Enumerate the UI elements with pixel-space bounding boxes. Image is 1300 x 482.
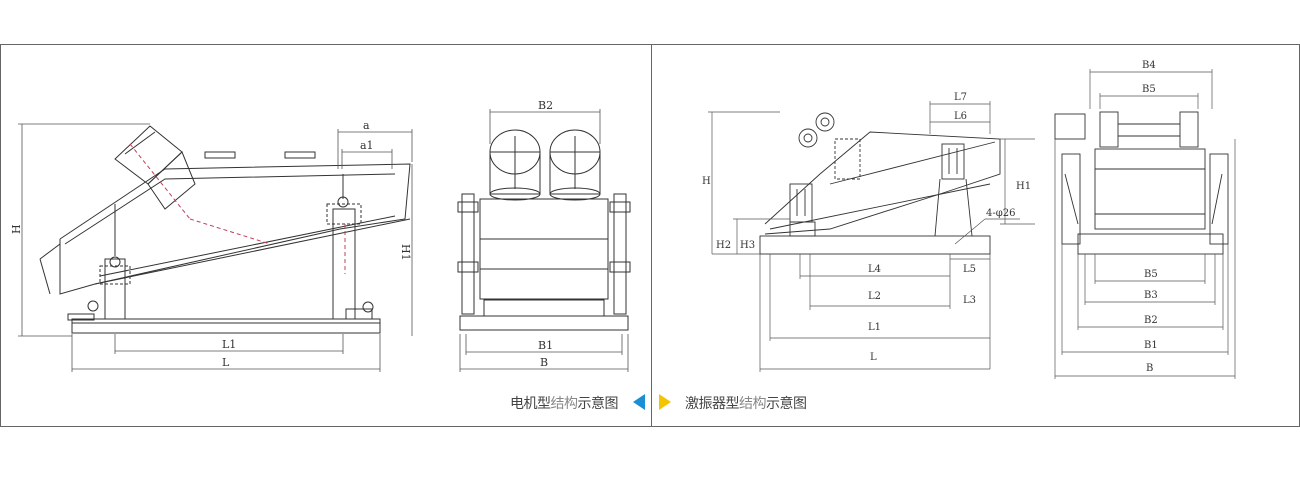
dim-label-B4: B4 (1142, 60, 1156, 71)
motor-type-caption: 电机型结构示意图 (510, 396, 618, 412)
exciter-side-view (759, 112, 1001, 255)
dim-label-B: B (1146, 363, 1153, 374)
dim-label-L5: L5 (963, 264, 976, 275)
dim-label-H: H (10, 224, 23, 234)
dim-label-B1: B1 (1144, 340, 1158, 351)
dim-label-hole: 4-φ26 (986, 208, 1015, 219)
dim-label-H1: H1 (1016, 181, 1031, 192)
dim-label-B2: B2 (538, 99, 553, 112)
dim-label-H3: H3 (740, 240, 755, 251)
dim-label-B5-top: B5 (1142, 84, 1156, 95)
dim-label-L7: L7 (954, 92, 967, 103)
dim-label-L1: L1 (222, 338, 236, 351)
motor-end-dimensions (459, 109, 629, 372)
left-triangle-icon (633, 394, 645, 410)
exciter-side-dimensions (708, 101, 1035, 372)
motor-side-view (39, 125, 411, 334)
dim-label-L: L (222, 356, 230, 369)
exciter-end-dimensions (1054, 69, 1236, 379)
dim-label-B3: B3 (1144, 290, 1158, 301)
dim-label-H2: H2 (716, 240, 731, 251)
motor-side-dimensions (18, 123, 413, 372)
dim-label-L: L (870, 352, 877, 363)
dim-label-L3: L3 (963, 295, 976, 306)
dim-label-H1: H1 (399, 244, 412, 261)
exciter-type-caption: 激振器型结构示意图 (685, 396, 807, 412)
dim-label-B2: B2 (1144, 315, 1158, 326)
right-triangle-icon (659, 394, 671, 410)
dim-label-H: H (702, 176, 711, 187)
dim-label-B1: B1 (538, 339, 553, 352)
motor-end-view (457, 129, 631, 331)
dim-label-B5: B5 (1144, 269, 1158, 280)
dim-label-L6: L6 (954, 111, 967, 122)
dim-label-L2: L2 (868, 291, 881, 302)
dim-label-a: a (363, 119, 370, 132)
dim-label-B: B (540, 356, 548, 369)
dim-label-L1: L1 (868, 322, 881, 333)
dim-label-L4: L4 (868, 264, 881, 275)
exciter-end-view (1054, 111, 1229, 255)
dim-label-a1: a1 (360, 139, 374, 152)
diagram-panel: a a1 H H1 L1 L (0, 44, 1300, 427)
